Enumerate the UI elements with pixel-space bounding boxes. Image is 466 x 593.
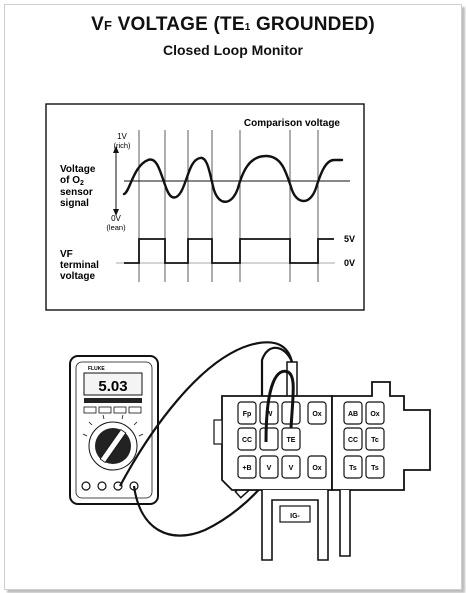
meter-button[interactable] bbox=[128, 406, 142, 414]
terminal-label: Tc bbox=[371, 437, 379, 444]
positive-test-lead bbox=[119, 341, 294, 487]
terminal-vf2[interactable] bbox=[281, 455, 301, 479]
ig-terminal[interactable] bbox=[279, 505, 311, 523]
o2-label-line: Voltage bbox=[60, 164, 96, 175]
vf-label-line: VF bbox=[60, 249, 73, 260]
terminal-label: Ox bbox=[370, 411, 379, 418]
terminal-label: AB bbox=[348, 411, 358, 418]
terminal-cc2[interactable] bbox=[343, 427, 363, 451]
terminal-label: Ts bbox=[371, 465, 379, 472]
terminal-vf1[interactable] bbox=[259, 455, 279, 479]
meter-jack[interactable] bbox=[97, 481, 107, 491]
terminal-label: CC bbox=[348, 437, 358, 444]
jumper-wire bbox=[264, 369, 295, 443]
ig-bracket-leg bbox=[339, 490, 351, 557]
meter-jack[interactable] bbox=[81, 481, 91, 491]
terminal-ox1[interactable] bbox=[307, 401, 327, 425]
o2-signal-wave bbox=[122, 154, 344, 203]
lean-word: (lean) bbox=[106, 223, 126, 232]
vf-high-level: 5V bbox=[344, 234, 355, 244]
meter-display bbox=[83, 372, 143, 396]
page-title: VF VOLTAGE (TE1 GROUNDED) bbox=[91, 14, 375, 35]
dial-tick bbox=[82, 433, 88, 437]
terminal-plus-b[interactable] bbox=[237, 455, 257, 479]
dial-tick bbox=[88, 421, 93, 426]
multimeter: FLUKE 5.03 bbox=[69, 355, 159, 505]
rich-value: 1V bbox=[117, 132, 127, 141]
negative-test-lead bbox=[132, 485, 263, 537]
terminal-label: Ox bbox=[312, 411, 321, 418]
meter-brand: FLUKE bbox=[88, 366, 105, 372]
terminal-label: V bbox=[289, 465, 294, 472]
terminal-ab[interactable] bbox=[343, 401, 363, 425]
vf-low-level: 0V bbox=[344, 258, 355, 268]
lead-loop bbox=[260, 346, 294, 410]
terminal-blank[interactable] bbox=[259, 427, 279, 451]
terminal-label: V bbox=[267, 465, 272, 472]
meter-reading: 5.03 bbox=[98, 378, 127, 395]
ig-bracket bbox=[261, 490, 329, 561]
vf-label-line: terminal bbox=[60, 260, 99, 271]
meter-bargraph bbox=[84, 398, 142, 403]
terminal-tc[interactable] bbox=[365, 427, 385, 451]
terminal-ts2[interactable] bbox=[365, 455, 385, 479]
waveform-box bbox=[45, 103, 365, 311]
o2-label-line: of O2 bbox=[60, 175, 84, 187]
terminal-ts1[interactable] bbox=[343, 455, 363, 479]
meter-button[interactable] bbox=[98, 406, 112, 414]
meter-button[interactable] bbox=[113, 406, 127, 414]
terminal-ox3[interactable] bbox=[307, 455, 327, 479]
ig-label: IG- bbox=[290, 513, 300, 520]
terminal-label: W bbox=[266, 411, 273, 418]
o2-label-line: sensor bbox=[60, 187, 93, 198]
terminal-label: TE bbox=[287, 437, 296, 444]
terminal-label: CC bbox=[242, 437, 252, 444]
dial-tick bbox=[121, 414, 124, 420]
vf-square-wave bbox=[124, 238, 334, 264]
dial-tick bbox=[138, 433, 144, 437]
vf-label: VF terminal voltage bbox=[60, 249, 99, 282]
meter-bezel bbox=[75, 361, 153, 499]
terminal-label: +B bbox=[242, 465, 251, 472]
o2-signal-label: Voltage of O2 sensor signal bbox=[60, 164, 96, 209]
terminal-fp[interactable] bbox=[237, 401, 257, 425]
comparison-voltage-label: Comparison voltage bbox=[244, 118, 341, 129]
terminal-label: Fp bbox=[243, 411, 252, 418]
rich-word: (rich) bbox=[113, 141, 131, 150]
meter-buttons bbox=[83, 406, 142, 414]
page-subtitle: Closed Loop Monitor bbox=[163, 42, 303, 58]
axis-arrow-down-icon bbox=[113, 209, 119, 216]
axis-arrow-up-icon bbox=[113, 146, 119, 153]
connector-latch bbox=[213, 419, 223, 445]
dial-tick bbox=[102, 414, 105, 420]
vf-label-line: voltage bbox=[60, 271, 95, 282]
terminal-label: Ts bbox=[349, 465, 357, 472]
terminal-cc1[interactable] bbox=[237, 427, 257, 451]
rotary-dial-ring bbox=[88, 421, 138, 471]
dial-ticks bbox=[82, 414, 144, 437]
o2-label-line: signal bbox=[60, 198, 89, 209]
diagnostic-connector: Fp W Ox AB Ox CC TE CC Tc +B V V bbox=[213, 369, 431, 561]
terminal-ox2[interactable] bbox=[365, 401, 385, 425]
terminal-label: Ox bbox=[312, 465, 321, 472]
meter-button[interactable] bbox=[83, 406, 97, 414]
rotary-dial-pointer bbox=[99, 428, 127, 464]
dial-tick bbox=[133, 421, 138, 426]
lean-value: 0V bbox=[111, 214, 121, 223]
